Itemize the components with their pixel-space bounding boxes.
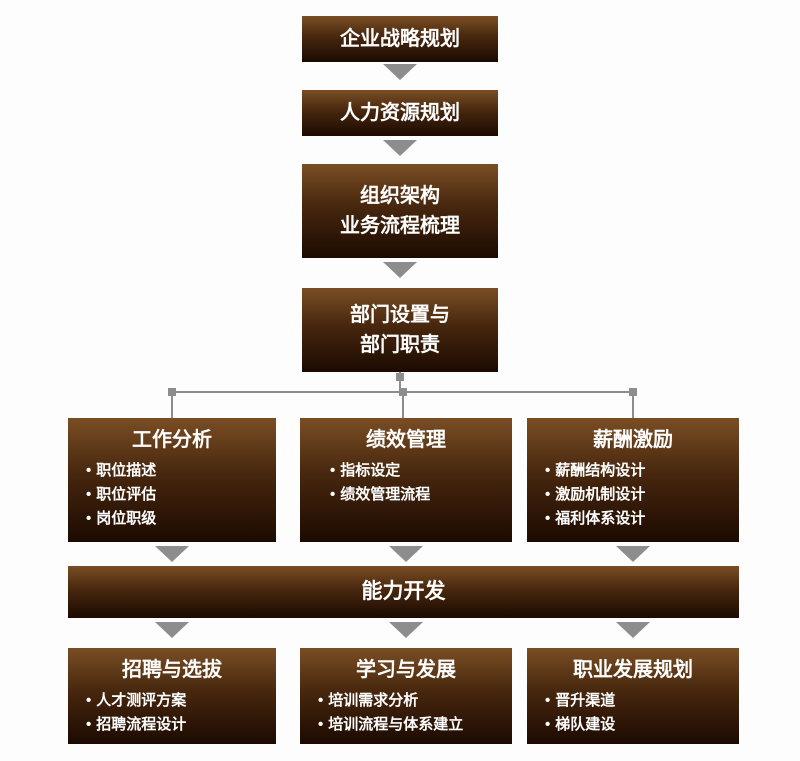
bullet-icon: •	[330, 462, 336, 479]
step-title-line2: 业务流程梳理	[340, 215, 460, 237]
item-text: 招聘流程设计	[96, 716, 187, 733]
list-item: •培训流程与体系建立	[318, 713, 506, 737]
list-item: •指标设定	[330, 459, 506, 483]
list-item: •梯队建设	[545, 713, 733, 737]
flow-step-hr-planning: 人力资源规划	[302, 90, 498, 136]
down-arrow-icon	[389, 622, 423, 638]
bullet-icon: •	[86, 462, 92, 479]
down-arrow-icon	[616, 546, 650, 562]
bullet-icon: •	[330, 486, 336, 503]
item-text: 福利体系设计	[555, 510, 646, 527]
branch-item-list: •人才测评方案 •招聘流程设计	[68, 689, 276, 737]
item-text: 梯队建设	[555, 716, 616, 733]
branch-title: 工作分析	[132, 429, 212, 451]
branch-item-list: •指标设定 •绩效管理流程	[300, 459, 512, 507]
branch-compensation-incentive: 薪酬激励 •薪酬结构设计 •激励机制设计 •福利体系设计	[527, 418, 739, 542]
flow-step-strategy-planning: 企业战略规划	[302, 16, 498, 62]
connector-node-icon	[396, 373, 404, 381]
flow-step-org-structure: 组织架构 业务流程梳理	[302, 164, 498, 258]
connector-node-icon	[168, 388, 176, 396]
item-text: 职位描述	[96, 462, 157, 479]
bullet-icon: •	[318, 692, 324, 709]
bullet-icon: •	[318, 716, 324, 733]
list-item: •福利体系设计	[545, 507, 733, 531]
bottom-career-development: 职业发展规划 •晋升渠道 •梯队建设	[527, 648, 739, 744]
branch-item-list: •培训需求分析 •培训流程与体系建立	[300, 689, 512, 737]
list-item: •招聘流程设计	[86, 713, 270, 737]
down-arrow-icon	[155, 546, 189, 562]
bullet-icon: •	[545, 692, 551, 709]
connector-node-icon	[399, 388, 407, 396]
down-arrow-icon	[383, 140, 417, 156]
down-arrow-icon	[389, 546, 423, 562]
branch-performance-management: 绩效管理 •指标设定 •绩效管理流程	[300, 418, 512, 542]
branch-item-list: •晋升渠道 •梯队建设	[527, 689, 739, 737]
list-item: •职位评估	[86, 483, 270, 507]
list-item: •薪酬结构设计	[545, 459, 733, 483]
bullet-icon: •	[86, 486, 92, 503]
step-title-line1: 组织架构	[360, 185, 440, 207]
item-text: 培训流程与体系建立	[328, 716, 464, 733]
down-arrow-icon	[155, 622, 189, 638]
item-text: 指标设定	[340, 462, 401, 479]
step-title: 能力开发	[361, 580, 446, 603]
list-item: •人才测评方案	[86, 689, 270, 713]
branch-item-list: •职位描述 •职位评估 •岗位职级	[68, 459, 276, 531]
item-text: 培训需求分析	[328, 692, 419, 709]
bullet-icon: •	[86, 510, 92, 527]
item-text: 薪酬结构设计	[555, 462, 646, 479]
connector-node-icon	[629, 388, 637, 396]
list-item: •绩效管理流程	[330, 483, 506, 507]
item-text: 激励机制设计	[555, 486, 646, 503]
list-item: •培训需求分析	[318, 689, 506, 713]
item-text: 晋升渠道	[555, 692, 616, 709]
down-arrow-icon	[616, 622, 650, 638]
list-item: •晋升渠道	[545, 689, 733, 713]
flow-step-department-setup: 部门设置与 部门职责	[302, 288, 498, 372]
bullet-icon: •	[545, 462, 551, 479]
bottom-learning-development: 学习与发展 •培训需求分析 •培训流程与体系建立	[300, 648, 512, 744]
bullet-icon: •	[545, 716, 551, 733]
capability-development-bar: 能力开发	[68, 566, 739, 618]
bullet-icon: •	[545, 510, 551, 527]
item-text: 绩效管理流程	[340, 486, 431, 503]
bullet-icon: •	[86, 692, 92, 709]
down-arrow-icon	[383, 262, 417, 278]
branch-title: 绩效管理	[366, 429, 446, 451]
list-item: •岗位职级	[86, 507, 270, 531]
down-arrow-icon	[383, 64, 417, 80]
list-item: •激励机制设计	[545, 483, 733, 507]
step-title: 企业战略规划	[340, 28, 460, 50]
item-text: 职位评估	[96, 486, 157, 503]
branch-title: 招聘与选拔	[122, 659, 222, 681]
step-title-line2: 部门职责	[360, 334, 440, 356]
list-item: •职位描述	[86, 459, 270, 483]
branch-item-list: •薪酬结构设计 •激励机制设计 •福利体系设计	[527, 459, 739, 531]
step-title: 人力资源规划	[340, 102, 460, 124]
branch-title: 职业发展规划	[573, 659, 693, 681]
branch-title: 学习与发展	[356, 659, 456, 681]
branch-title: 薪酬激励	[593, 429, 673, 451]
item-text: 岗位职级	[96, 510, 157, 527]
branch-job-analysis: 工作分析 •职位描述 •职位评估 •岗位职级	[68, 418, 276, 542]
bottom-recruitment-selection: 招聘与选拔 •人才测评方案 •招聘流程设计	[68, 648, 276, 744]
bullet-icon: •	[545, 486, 551, 503]
bullet-icon: •	[86, 716, 92, 733]
item-text: 人才测评方案	[96, 692, 187, 709]
step-title-line1: 部门设置与	[350, 304, 450, 326]
